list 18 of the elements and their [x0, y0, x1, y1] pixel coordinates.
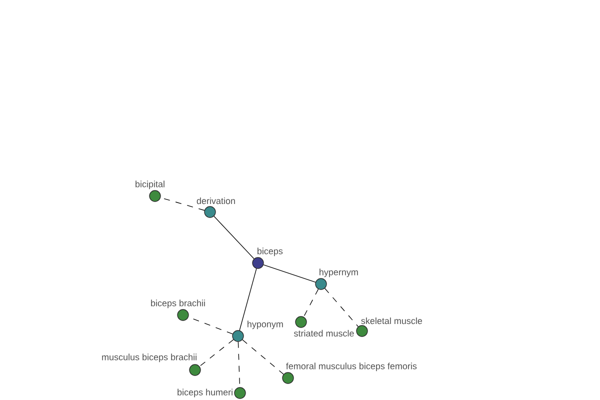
- connector-line: [303, 288, 319, 318]
- node-label: femoral musculus biceps femoris: [286, 362, 417, 372]
- connector-line: [242, 339, 284, 375]
- connector-line: [214, 216, 254, 260]
- node-label: hyponym: [248, 320, 283, 330]
- node-label: skeletal muscle: [361, 317, 422, 324]
- connector-line: [199, 339, 234, 367]
- node-label: striated muscle: [294, 330, 354, 337]
- node-label: hypernym: [320, 268, 358, 278]
- node-label: biceps brachii: [151, 300, 205, 308]
- node-label: biceps humeri: [178, 388, 232, 398]
- connector-line: [239, 268, 257, 331]
- connector-line: [324, 288, 358, 327]
- connector-line: [263, 264, 316, 282]
- node-label: musculus biceps brachii: [102, 354, 196, 362]
- node-label: derivation: [196, 197, 235, 204]
- node-label: biceps: [258, 248, 283, 256]
- node-label: bicipital: [136, 180, 164, 190]
